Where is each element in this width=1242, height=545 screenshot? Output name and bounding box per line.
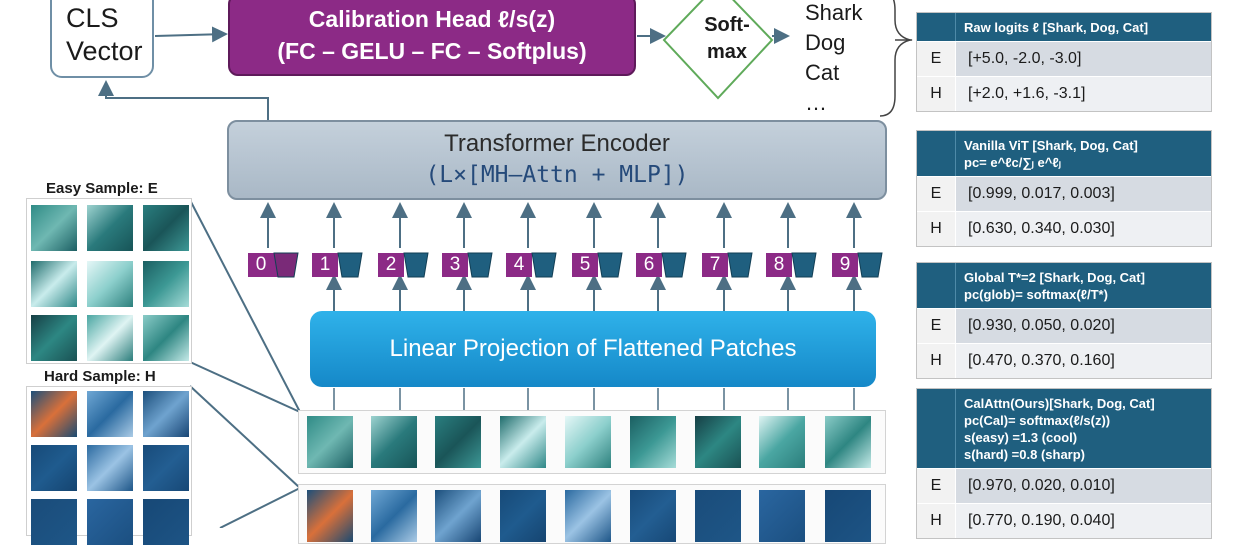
cls-label-line1: CLS [66,3,119,33]
token-badge-1: 1 [312,253,338,277]
row-key: E [917,42,956,76]
connector-layer [98,0,913,528]
calibration-head-title: Calibration Head ℓ/s(z) [308,6,556,32]
table-global-temperature: Global T*=2 [Shark, Dog, Cat] pᴄ(glob)= … [916,262,1212,379]
hard-sample-connector-top [189,385,301,489]
class-item: Dog [805,30,846,55]
row-key: H [917,212,956,246]
table-row: E [0.970, 0.020, 0.010] [917,468,1211,503]
row-value: [+5.0, -2.0, -3.0] [956,42,1211,76]
class-list: Shark Dog Cat … [805,0,862,118]
encoder-subtitle: (L×[MH–Attn + MLP]) [425,162,689,188]
projection-up-arrows [326,274,862,311]
table-header: CalAttn(Ours)[Shark, Dog, Cat] pᴄ(Cal)= … [917,389,1211,468]
table-header-line: Global T*=2 [Shark, Dog, Cat] [964,270,1145,285]
row-value: [0.999, 0.017, 0.003] [956,177,1211,211]
token-badge-9: 9 [832,253,858,277]
easy-sample-connector-bottom [189,361,301,413]
easy-sample-connector-top [189,199,301,413]
token-badge-8: 8 [766,253,792,277]
row-key: H [917,344,956,378]
table-header-note: s(easy) =1.3 (cool) [964,430,1078,445]
token-badge-0: 0 [248,253,274,277]
softmax-label: Soft- max [682,12,772,66]
easy-sample-label: Easy Sample: E [46,180,158,197]
patch-strip-lines [333,388,855,410]
token-badge-7: 7 [702,253,728,277]
token-embedding-shapes [273,252,883,278]
table-header-line: CalAttn(Ours)[Shark, Dog, Cat] [964,396,1155,411]
table-row: H [0.630, 0.340, 0.030] [917,211,1211,246]
table-header: Global T*=2 [Shark, Dog, Cat] pᴄ(glob)= … [917,263,1211,308]
calibration-head-subtitle: (FC – GELU – FC – Softplus) [277,38,587,64]
table-row: E [0.930, 0.050, 0.020] [917,308,1211,343]
row-key: E [917,309,956,343]
table-vanilla-vit: Vanilla ViT [Shark, Dog, Cat] pᴄ= e^ℓc/∑… [916,130,1212,247]
softmax-line2: max [706,41,748,63]
row-key: H [917,77,956,111]
table-row: H [0.470, 0.370, 0.160] [917,343,1211,378]
cls-vector-box: CLS Vector [50,0,154,78]
token-badge-3: 3 [442,253,468,277]
token-badge-2: 2 [378,253,404,277]
row-value: [0.770, 0.190, 0.040] [956,504,1211,538]
easy-patch-strip [298,410,886,474]
cls-label-line2: Vector [66,36,143,66]
class-item: Cat [805,60,840,85]
arrow-cls-to-calibration [154,26,228,43]
hard-sample-label: Hard Sample: H [44,368,156,385]
table-header: Raw logits ℓ [Shark, Dog, Cat] [917,13,1211,41]
token-badge-4: 4 [506,253,532,277]
table-row: E [+5.0, -2.0, -3.0] [917,41,1211,76]
softmax-diamond [662,0,774,100]
token-badge-5: 5 [572,253,598,277]
table-header-formula: pᴄ= e^ℓc/∑ⱼ e^ℓⱼ [964,155,1061,170]
easy-sample-image [26,198,192,364]
token-up-arrows [260,202,862,248]
table-row: H [+2.0, +1.6, -3.1] [917,76,1211,111]
table-header-note: s(hard) =0.8 (sharp) [964,447,1086,462]
table-header: Vanilla ViT [Shark, Dog, Cat] pᴄ= e^ℓc/∑… [917,131,1211,176]
transformer-encoder-box: Transformer Encoder (L×[MH–Attn + MLP]) [227,120,887,200]
row-value: [0.470, 0.370, 0.160] [956,344,1211,378]
table-header-formula: pᴄ(glob)= softmax(ℓ/T*) [964,287,1108,302]
arrow-encoder-to-cls [98,80,269,120]
hard-patch-strip [298,484,886,544]
token-badge-6: 6 [636,253,662,277]
calibration-head-box: Calibration Head ℓ/s(z) (FC – GELU – FC … [228,0,636,76]
row-value: [0.930, 0.050, 0.020] [956,309,1211,343]
table-row: H [0.770, 0.190, 0.040] [917,503,1211,538]
row-key: H [917,504,956,538]
table-header-line: Raw logits ℓ [Shark, Dog, Cat] [964,20,1149,35]
encoder-title: Transformer Encoder [444,130,670,157]
softmax-line1: Soft- [704,14,750,36]
table-header-line: Vanilla ViT [Shark, Dog, Cat] [964,138,1138,153]
row-value: [+2.0, +1.6, -3.1] [956,77,1211,111]
table-raw-logits: Raw logits ℓ [Shark, Dog, Cat] E [+5.0, … [916,12,1212,112]
row-key: E [917,177,956,211]
row-key: E [917,469,956,503]
table-calattn: CalAttn(Ours)[Shark, Dog, Cat] pᴄ(Cal)= … [916,388,1212,539]
hard-sample-image [26,386,192,545]
table-header-formula: pᴄ(Cal)= softmax(ℓ/s(z)) [964,413,1111,428]
row-value: [0.630, 0.340, 0.030] [956,212,1211,246]
class-item: Shark [805,0,863,25]
linear-projection-box: Linear Projection of Flattened Patches [310,311,876,387]
class-item: … [805,90,827,115]
row-value: [0.970, 0.020, 0.010] [956,469,1211,503]
table-row: E [0.999, 0.017, 0.003] [917,176,1211,211]
hard-sample-connector-bottom [219,487,301,528]
